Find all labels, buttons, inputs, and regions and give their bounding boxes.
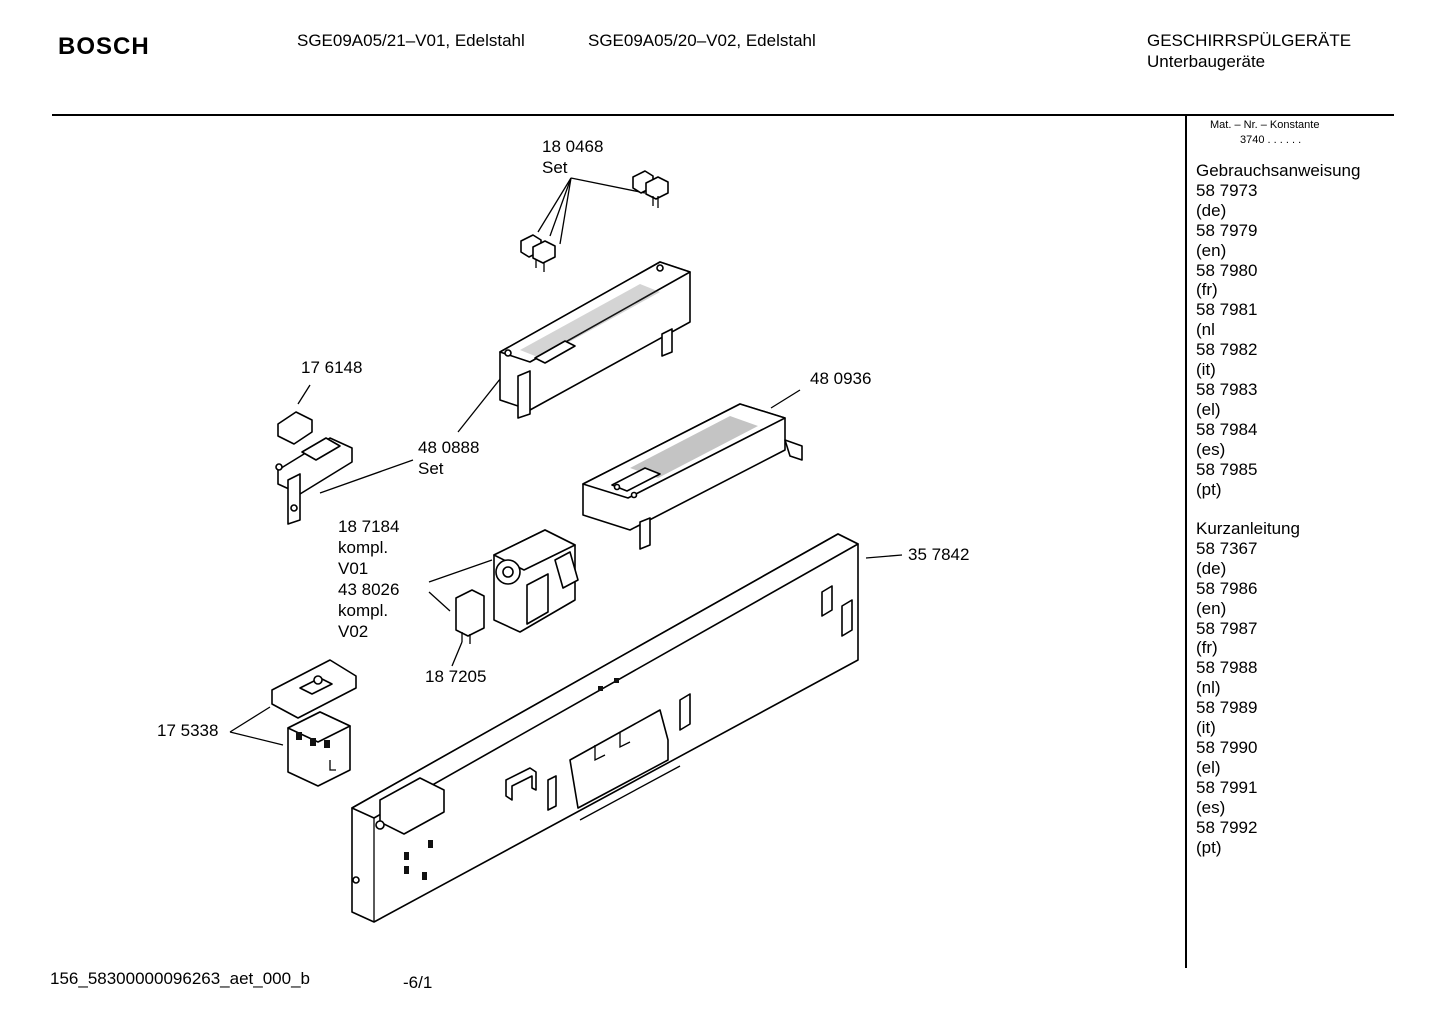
part-note-438026-kompl: kompl.	[338, 601, 389, 620]
quick-guide-entry: 58 7992	[1196, 817, 1258, 837]
part-label-187205: 18 7205	[425, 667, 487, 686]
part-note-187184-v01: V01	[338, 559, 369, 578]
manual-entry: 58 7973	[1196, 180, 1258, 200]
switch-caps-set	[520, 170, 669, 272]
part-label-480936: 48 0936	[810, 369, 872, 388]
part-label-187184: 18 7184	[338, 517, 400, 536]
model-1: SGE09A05/21–V01, Edelstahl	[297, 31, 525, 50]
upper-housing	[499, 261, 691, 419]
bracket-176148	[275, 411, 353, 525]
brand-logo: BOSCH	[58, 33, 150, 60]
quick-guide-language: (fr)	[1196, 638, 1218, 658]
quick-guide-entry: 58 7367	[1196, 538, 1258, 558]
part-label-357842: 35 7842	[908, 545, 970, 564]
terminal-block	[271, 659, 357, 787]
model-2: SGE09A05/20–V02, Edelstahl	[588, 31, 816, 50]
quick-guide-section: Kurzanleitung 58 7367 (de) 58 7986 (en) …	[1196, 519, 1300, 857]
category-subtitle: Unterbaugeräte	[1147, 52, 1266, 71]
quick-guide-entry: 58 7987	[1196, 618, 1258, 638]
manual-language: (it)	[1196, 360, 1216, 380]
header-divider	[52, 114, 1394, 116]
quick-guide-language: (nl)	[1196, 678, 1221, 698]
part-note-180468: Set	[542, 158, 568, 177]
quick-guide-language: (es)	[1196, 797, 1226, 817]
part-label-480888: 48 0888	[418, 438, 480, 457]
quick-guide-entry: 58 7988	[1196, 658, 1258, 678]
manual-entry: 58 7979	[1196, 220, 1258, 240]
manual-language: (fr)	[1196, 280, 1218, 300]
leader-lines	[229, 177, 903, 746]
sidebar-divider	[1185, 116, 1187, 968]
part-label-438026: 43 8026	[338, 580, 400, 599]
part-note-187184-kompl: kompl.	[338, 538, 389, 557]
document-id: 156_58300000096263_aet_000_b	[50, 969, 310, 988]
middle-housing	[582, 403, 803, 550]
quick-guide-entry: 58 7989	[1196, 698, 1258, 718]
manuals-section: Gebrauchsanweisung 58 7973 (de) 58 7979 …	[1196, 161, 1360, 499]
quick-guide-entry: 58 7990	[1196, 737, 1258, 757]
quick-guide-language: (el)	[1196, 757, 1221, 777]
manual-entry: 58 7985	[1196, 459, 1258, 479]
mat-number-label: Mat. – Nr. – Konstante	[1210, 119, 1320, 131]
manual-language: (es)	[1196, 439, 1226, 459]
part-note-480888: Set	[418, 459, 444, 478]
part-label-176148: 17 6148	[301, 358, 363, 377]
door-switch-assembly	[455, 529, 579, 644]
manuals-title: Gebrauchsanweisung	[1196, 161, 1361, 180]
quick-guide-language: (en)	[1196, 598, 1227, 618]
manual-entry: 58 7983	[1196, 379, 1258, 399]
quick-guide-title: Kurzanleitung	[1196, 519, 1300, 538]
quick-guide-language: (de)	[1196, 558, 1227, 578]
manual-language: (el)	[1196, 399, 1221, 419]
page-number: -6/1	[403, 973, 433, 992]
manual-entry: 58 7984	[1196, 419, 1258, 439]
part-label-175338: 17 5338	[157, 721, 219, 740]
manual-language: (de)	[1196, 200, 1227, 220]
quick-guide-entry: 58 7991	[1196, 777, 1258, 797]
manual-language: (en)	[1196, 240, 1227, 260]
manual-entry: 58 7981	[1196, 300, 1258, 320]
manual-language: (nl	[1196, 320, 1215, 340]
part-note-438026-v02: V02	[338, 622, 369, 641]
quick-guide-entry: 58 7986	[1196, 578, 1258, 598]
quick-guide-language: (pt)	[1196, 837, 1222, 857]
manual-language: (pt)	[1196, 479, 1222, 499]
manual-entry: 58 7982	[1196, 340, 1258, 360]
category-title: GESCHIRRSPÜLGERÄTE	[1147, 31, 1352, 50]
control-panel-base	[351, 533, 859, 923]
quick-guide-language: (it)	[1196, 718, 1216, 738]
mat-number-value: 3740 . . . . . .	[1240, 134, 1302, 146]
part-label-180468: 18 0468	[542, 137, 604, 156]
manual-entry: 58 7980	[1196, 260, 1258, 280]
